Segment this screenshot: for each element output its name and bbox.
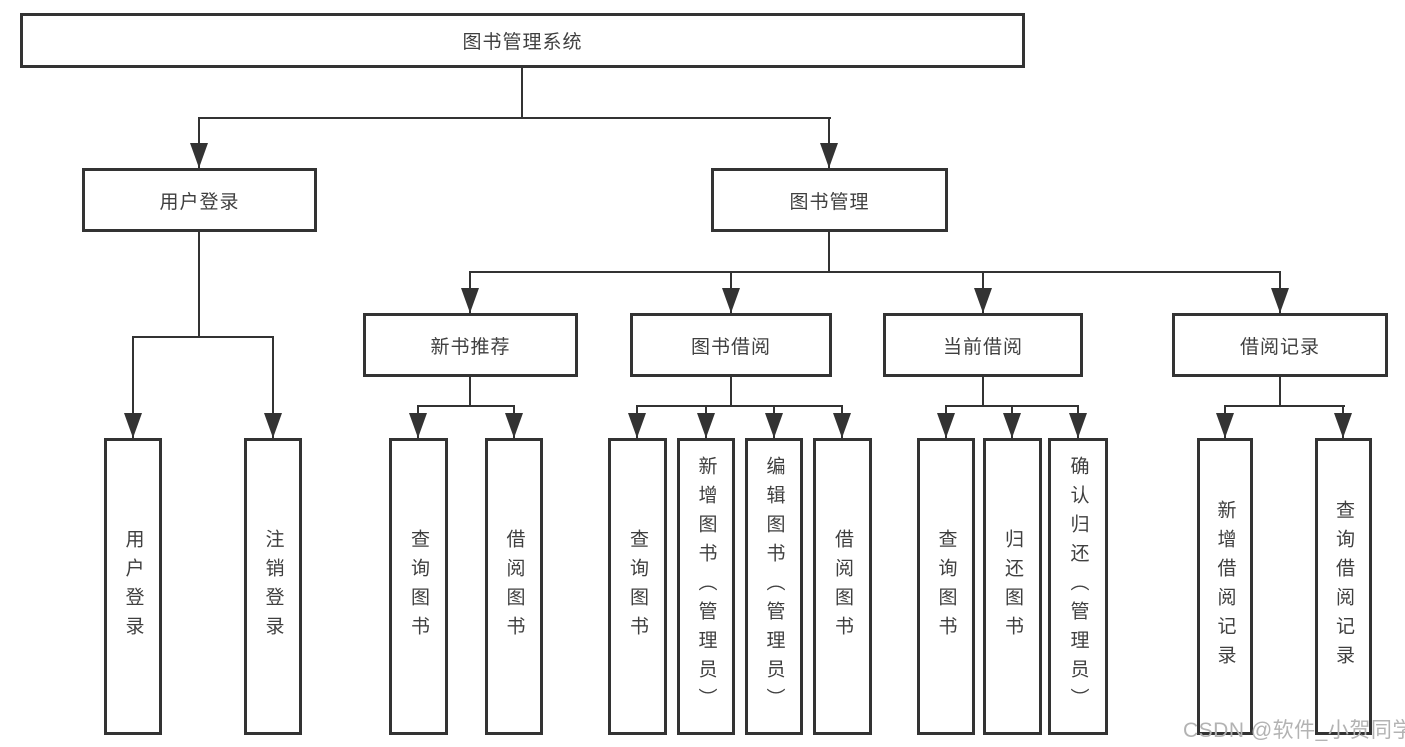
connector-line xyxy=(636,405,843,407)
connector-line xyxy=(198,232,200,337)
connector-line xyxy=(417,405,515,407)
node-book-borrowing: 图书借阅 xyxy=(630,313,832,377)
node-new-book-recommend: 新书推荐 xyxy=(363,313,578,377)
connector-line xyxy=(469,271,1281,273)
arrow-down-icon xyxy=(1334,413,1352,438)
arrow-down-icon xyxy=(190,143,208,168)
leaf-edit-book-admin: 编辑图书（管理员） xyxy=(745,438,803,735)
arrow-down-icon xyxy=(461,288,479,313)
arrow-down-icon xyxy=(833,413,851,438)
leaf-query-book-current: 查询图书 xyxy=(917,438,975,735)
arrow-down-icon xyxy=(628,413,646,438)
connector-line xyxy=(198,117,831,119)
connector-line xyxy=(198,117,200,168)
leaf-user-login: 用户登录 xyxy=(104,438,162,735)
leaf-confirm-return-admin: 确认归还（管理员） xyxy=(1048,438,1108,735)
leaf-query-book-recommend: 查询图书 xyxy=(389,438,448,735)
arrow-down-icon xyxy=(505,413,523,438)
connector-line xyxy=(828,117,830,168)
node-user-login: 用户登录 xyxy=(82,168,317,232)
arrow-down-icon xyxy=(937,413,955,438)
arrow-down-icon xyxy=(697,413,715,438)
arrow-down-icon xyxy=(1069,413,1087,438)
arrow-down-icon xyxy=(1271,288,1289,313)
leaf-query-borrow-record: 查询借阅记录 xyxy=(1315,438,1372,735)
arrow-down-icon xyxy=(1003,413,1021,438)
connector-line xyxy=(1279,377,1281,407)
arrow-down-icon xyxy=(264,413,282,438)
connector-line xyxy=(469,377,471,407)
arrow-down-icon xyxy=(765,413,783,438)
leaf-add-book-admin: 新增图书（管理员） xyxy=(677,438,735,735)
node-book-management: 图书管理 xyxy=(711,168,948,232)
arrow-down-icon xyxy=(820,143,838,168)
arrow-down-icon xyxy=(409,413,427,438)
node-current-borrowing: 当前借阅 xyxy=(883,313,1083,377)
connector-line xyxy=(1224,405,1345,407)
connector-line xyxy=(132,336,274,338)
csdn-watermark: CSDN @软件_小贺同学 xyxy=(1183,719,1405,742)
leaf-borrow-book-recommend: 借阅图书 xyxy=(485,438,543,735)
connector-line xyxy=(828,232,830,273)
arrow-down-icon xyxy=(974,288,992,313)
connector-line xyxy=(730,377,732,407)
connector-line xyxy=(521,68,523,118)
connector-line xyxy=(132,336,134,438)
arrow-down-icon xyxy=(722,288,740,313)
leaf-logout: 注销登录 xyxy=(244,438,302,735)
node-library-system: 图书管理系统 xyxy=(20,13,1025,68)
connector-line xyxy=(272,336,274,438)
leaf-add-borrow-record: 新增借阅记录 xyxy=(1197,438,1253,735)
leaf-return-book: 归还图书 xyxy=(983,438,1042,735)
arrow-down-icon xyxy=(1216,413,1234,438)
leaf-borrow-book: 借阅图书 xyxy=(813,438,872,735)
connector-line xyxy=(982,377,984,407)
arrow-down-icon xyxy=(124,413,142,438)
node-borrowing-records: 借阅记录 xyxy=(1172,313,1388,377)
leaf-query-book-borrowing: 查询图书 xyxy=(608,438,667,735)
